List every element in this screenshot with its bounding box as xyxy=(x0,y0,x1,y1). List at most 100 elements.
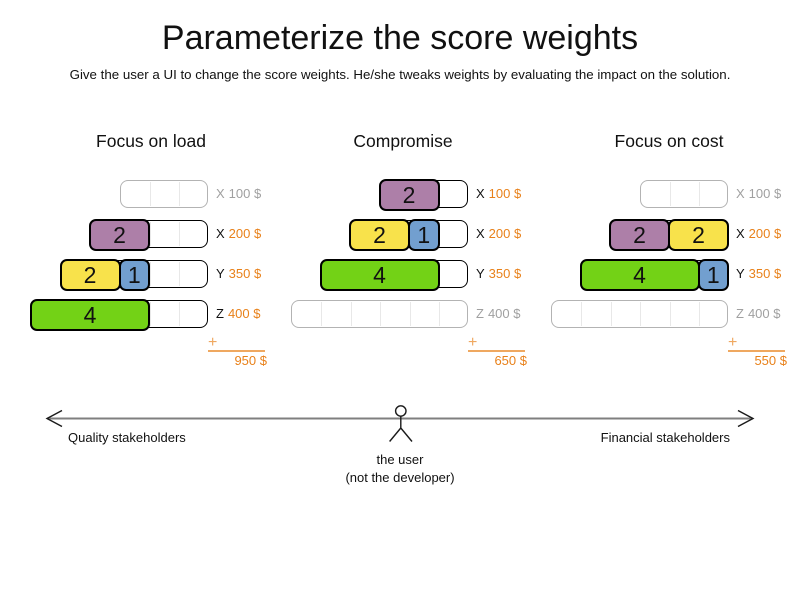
unit-gridline xyxy=(321,302,322,326)
weight-block: 2 xyxy=(89,219,150,251)
weight-block: 2 xyxy=(609,219,670,251)
row-letter: X xyxy=(216,186,225,201)
weight-block: 4 xyxy=(319,259,440,291)
row-price: 350 $ xyxy=(228,266,262,281)
unit-gridline xyxy=(699,182,700,206)
panel-title-compromise: Compromise xyxy=(353,131,453,151)
row-price: 400 $ xyxy=(227,306,261,321)
row-letter: Z xyxy=(216,306,224,321)
user-stick-figure-icon xyxy=(389,405,413,442)
weight-row xyxy=(551,300,728,328)
row-letter: X xyxy=(736,186,745,201)
row-letter: X xyxy=(476,226,485,241)
user-label-line1: the user xyxy=(376,452,424,467)
row-price: 400 $ xyxy=(747,306,781,321)
sum-line xyxy=(728,350,785,352)
weight-row: 2 xyxy=(89,219,208,251)
weight-block: 1 xyxy=(697,259,729,291)
unit-gridline xyxy=(669,182,671,206)
plus-sign: + xyxy=(468,334,478,351)
subtitle: Give the user a UI to change the score w… xyxy=(69,67,731,82)
unit-gridline xyxy=(179,222,180,246)
row-price: 100 $ xyxy=(228,186,262,201)
quality-stakeholders-label: Quality stakeholders xyxy=(68,430,186,445)
unit-gridline xyxy=(179,182,180,206)
weight-row: 4 xyxy=(319,259,468,291)
row-price: 350 $ xyxy=(488,266,522,281)
weight-block: 2 xyxy=(668,219,729,251)
row-price: 200 $ xyxy=(488,226,522,241)
row-letter: Y xyxy=(216,266,225,281)
unit-gridline xyxy=(149,182,151,206)
weight-block: 1 xyxy=(118,259,150,291)
weight-row: 4 xyxy=(30,299,208,331)
total-value: 650 $ xyxy=(494,353,527,368)
row-price: 100 $ xyxy=(488,186,522,201)
page-title: Parameterize the score weights xyxy=(161,19,639,57)
unit-gridline xyxy=(380,302,381,326)
total-value: 550 $ xyxy=(754,353,787,368)
row-price: 200 $ xyxy=(748,226,782,241)
row-letter: X xyxy=(216,226,225,241)
unit-gridline xyxy=(439,302,440,326)
unit-gridline xyxy=(179,262,180,286)
row-letter: Y xyxy=(736,266,745,281)
right-arrowhead-icon xyxy=(737,409,755,428)
row-price: 100 $ xyxy=(748,186,782,201)
row-letter: Y xyxy=(476,266,485,281)
unit-gridline xyxy=(409,302,411,326)
unit-gridline xyxy=(439,222,440,246)
weight-block: 4 xyxy=(30,299,150,331)
weight-row xyxy=(639,180,728,208)
unit-gridline xyxy=(439,182,440,206)
sum-line xyxy=(208,350,265,352)
sum-line xyxy=(468,350,525,352)
row-price: 200 $ xyxy=(228,226,262,241)
plus-sign: + xyxy=(728,334,738,351)
unit-gridline xyxy=(179,302,180,326)
unit-gridline xyxy=(149,302,151,326)
weight-block: 4 xyxy=(579,259,700,291)
weight-row: 2 xyxy=(378,179,468,211)
weight-row xyxy=(291,300,468,328)
row-letter: Z xyxy=(476,306,484,321)
weight-block: 1 xyxy=(408,219,440,251)
unit-gridline xyxy=(439,262,440,286)
panel-title-focus-on-cost: Focus on cost xyxy=(614,131,724,151)
unit-gridline xyxy=(699,302,700,326)
unit-gridline xyxy=(149,262,151,286)
panel-title-focus-on-load: Focus on load xyxy=(96,131,206,151)
unit-gridline xyxy=(669,302,671,326)
unit-gridline xyxy=(640,302,641,326)
weight-block: 2 xyxy=(349,219,410,251)
unit-gridline xyxy=(581,302,582,326)
financial-stakeholders-label: Financial stakeholders xyxy=(600,430,730,445)
left-arrowhead-icon xyxy=(45,409,63,428)
row-price: 350 $ xyxy=(748,266,782,281)
row-letter: X xyxy=(476,186,485,201)
unit-gridline xyxy=(149,222,151,246)
row-letter: Z xyxy=(736,306,744,321)
user-label-line2: (not the developer) xyxy=(345,469,455,485)
row-letter: X xyxy=(736,226,745,241)
row-price: 400 $ xyxy=(487,306,521,321)
total-value: 950 $ xyxy=(234,353,267,368)
stakeholder-axis xyxy=(45,405,755,442)
